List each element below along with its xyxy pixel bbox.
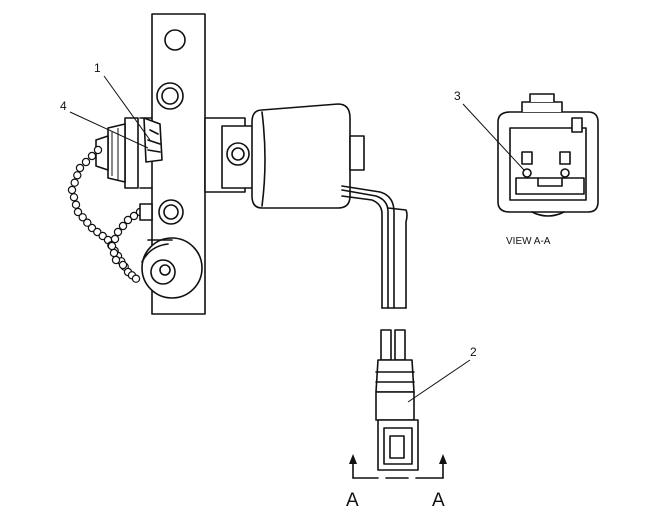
view-label: VIEW A-A bbox=[506, 236, 551, 247]
chain-cap bbox=[139, 203, 203, 299]
dust-cap bbox=[95, 117, 153, 189]
callout-3: 3 bbox=[454, 89, 525, 171]
chain-bead bbox=[109, 248, 119, 258]
chain-bead bbox=[123, 215, 133, 225]
ball-chain bbox=[67, 145, 145, 283]
wire-leads bbox=[341, 185, 408, 309]
callout-2: 2 bbox=[407, 345, 477, 403]
callout-4-number: 4 bbox=[60, 99, 67, 113]
chain-bead bbox=[75, 163, 85, 173]
chain-bead bbox=[69, 193, 79, 202]
chain-bead bbox=[81, 157, 91, 167]
chain-bead bbox=[107, 241, 117, 251]
chain-bead bbox=[129, 211, 139, 221]
callout-2-number: 2 bbox=[470, 345, 477, 359]
chain-bead bbox=[118, 260, 128, 270]
section-label-right: A bbox=[432, 490, 445, 511]
chain-bead bbox=[71, 200, 81, 209]
chain-bead bbox=[118, 221, 128, 231]
chain-bead bbox=[67, 185, 77, 195]
callout-1-number: 1 bbox=[94, 61, 101, 75]
chain-bead bbox=[73, 207, 83, 217]
callout-3-number: 3 bbox=[454, 89, 461, 103]
chain-bead bbox=[70, 178, 79, 187]
chain-bead bbox=[111, 255, 121, 265]
chain-bead bbox=[110, 234, 120, 244]
chain-bead bbox=[131, 274, 141, 283]
solenoid-coil bbox=[251, 103, 365, 209]
harness-connector bbox=[375, 329, 419, 471]
chain-bead bbox=[93, 145, 103, 155]
chain-bead bbox=[113, 227, 123, 237]
callout-1: 1 bbox=[94, 61, 151, 141]
chain-bead bbox=[93, 227, 102, 237]
section-line bbox=[349, 454, 447, 479]
callout-4: 4 bbox=[60, 99, 149, 149]
chain-bead bbox=[78, 213, 87, 222]
chain-bead bbox=[73, 171, 82, 180]
connector-face-view bbox=[497, 93, 599, 217]
chain-bead bbox=[87, 151, 97, 161]
section-label-left: A bbox=[346, 490, 359, 511]
valve-body bbox=[204, 117, 259, 193]
fitting bbox=[143, 117, 163, 163]
chain-bead bbox=[83, 218, 92, 227]
